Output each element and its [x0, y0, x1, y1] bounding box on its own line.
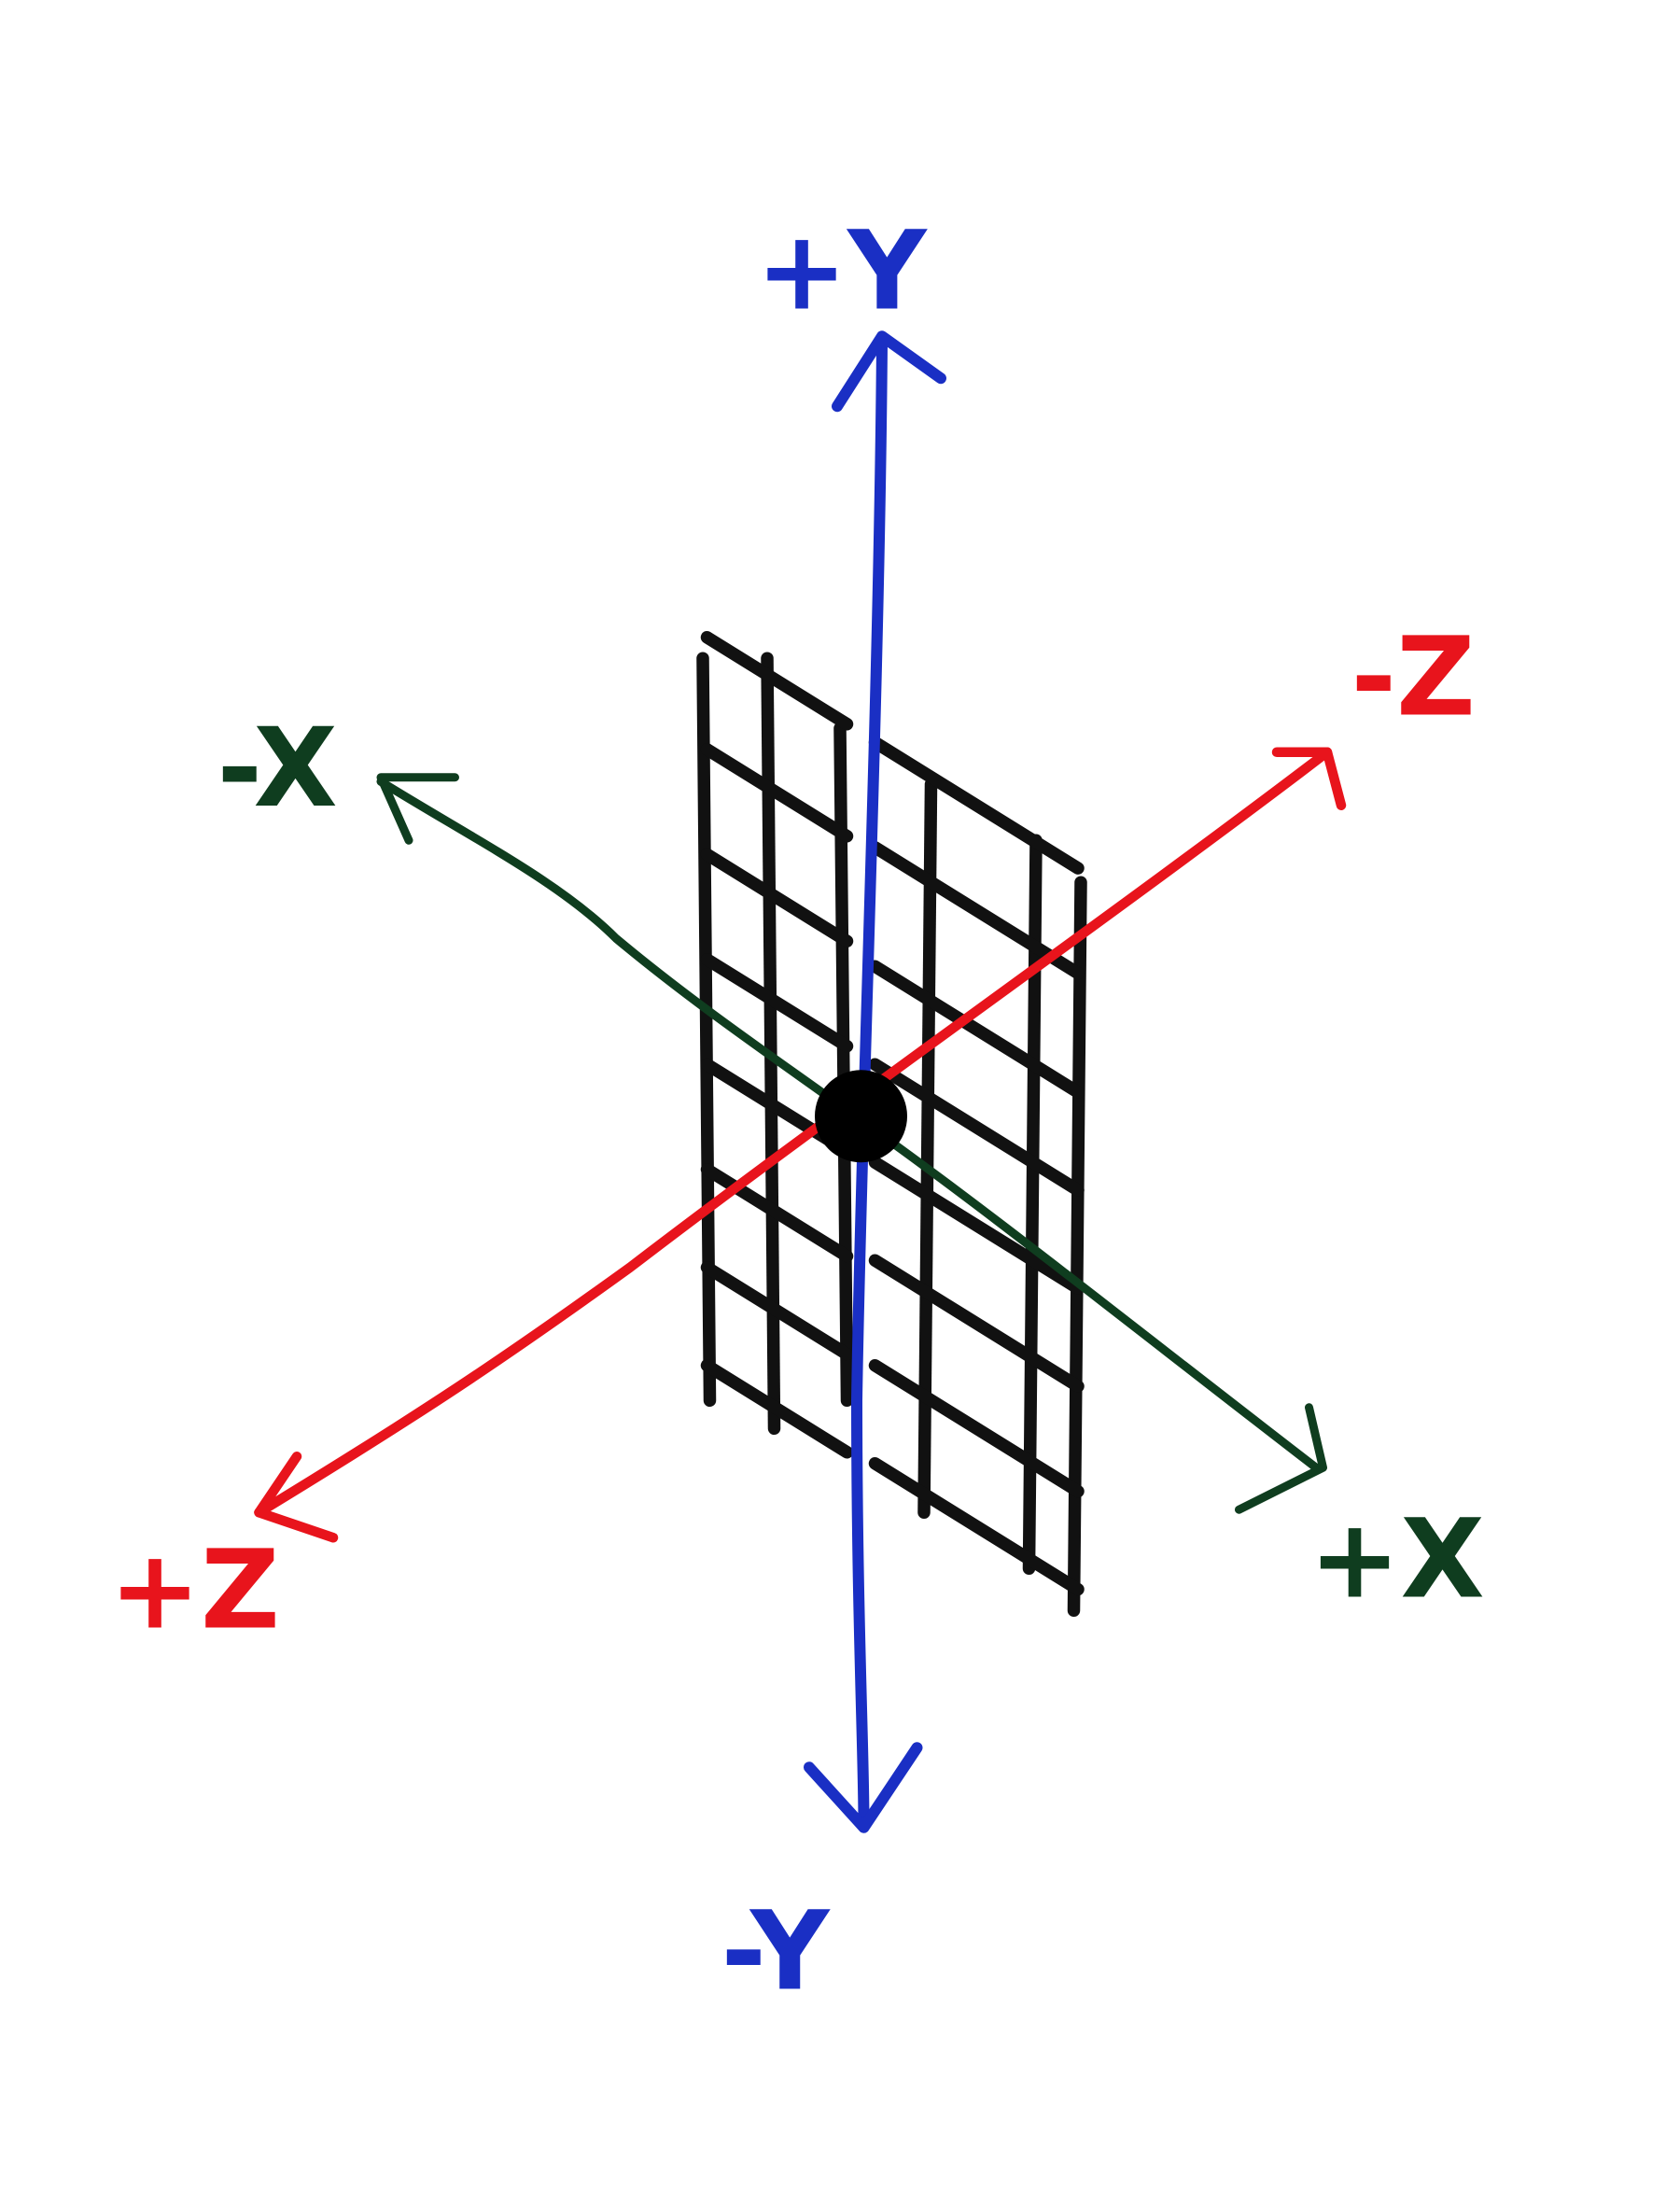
- grid-vertical-line: [1067, 876, 1087, 1617]
- label-negative-z: -Z: [1351, 612, 1476, 740]
- grid-horizontal-line: [868, 1359, 1085, 1498]
- grid-horizontal-line: [868, 960, 1085, 1099]
- grid-vertical-line: [1022, 834, 1043, 1575]
- y-axis: [804, 330, 946, 1833]
- grid-horizontal-line: [868, 1254, 1085, 1393]
- label-positive-z: +Z: [109, 1525, 280, 1653]
- z-negative-arrowhead: [1271, 747, 1347, 810]
- grid-horizontal-line: [868, 1058, 1085, 1197]
- grid-horizontal-line: [700, 1261, 854, 1361]
- y-positive-arrowhead: [832, 330, 946, 413]
- label-negative-y: -Y: [721, 1887, 831, 2014]
- grid-horizontal-line: [700, 953, 854, 1053]
- label-negative-x: -X: [217, 704, 338, 832]
- grid-horizontal-line: [868, 1156, 1085, 1295]
- grid-horizontal-line: [700, 1163, 854, 1263]
- grid-horizontal-line: [700, 848, 854, 947]
- grid-plane: [696, 631, 1087, 1617]
- label-positive-y: +Y: [756, 206, 928, 334]
- grid-vertical-line: [696, 652, 717, 1407]
- y-negative-arrowhead: [804, 1742, 923, 1833]
- label-positive-x: +X: [1309, 1494, 1485, 1622]
- grid-horizontal-line: [700, 631, 854, 731]
- grid-horizontal-line: [700, 1359, 854, 1459]
- grid-horizontal-line: [868, 841, 1085, 980]
- x-positive-arrowhead: [1235, 1403, 1327, 1514]
- grid-horizontal-line: [868, 736, 1085, 875]
- grid-horizontal-line: [868, 1457, 1085, 1596]
- origin-point: [815, 1070, 907, 1163]
- z-axis-line: [254, 747, 1333, 1518]
- x-axis: [376, 773, 1327, 1514]
- z-axis: [254, 747, 1347, 1543]
- y-axis-line: [851, 337, 888, 1830]
- x-axis-line: [376, 777, 1321, 1472]
- grid-vertical-line: [833, 722, 854, 1407]
- x-negative-arrowhead: [376, 773, 459, 845]
- z-positive-arrowhead: [254, 1452, 339, 1543]
- grid-horizontal-line: [700, 743, 854, 843]
